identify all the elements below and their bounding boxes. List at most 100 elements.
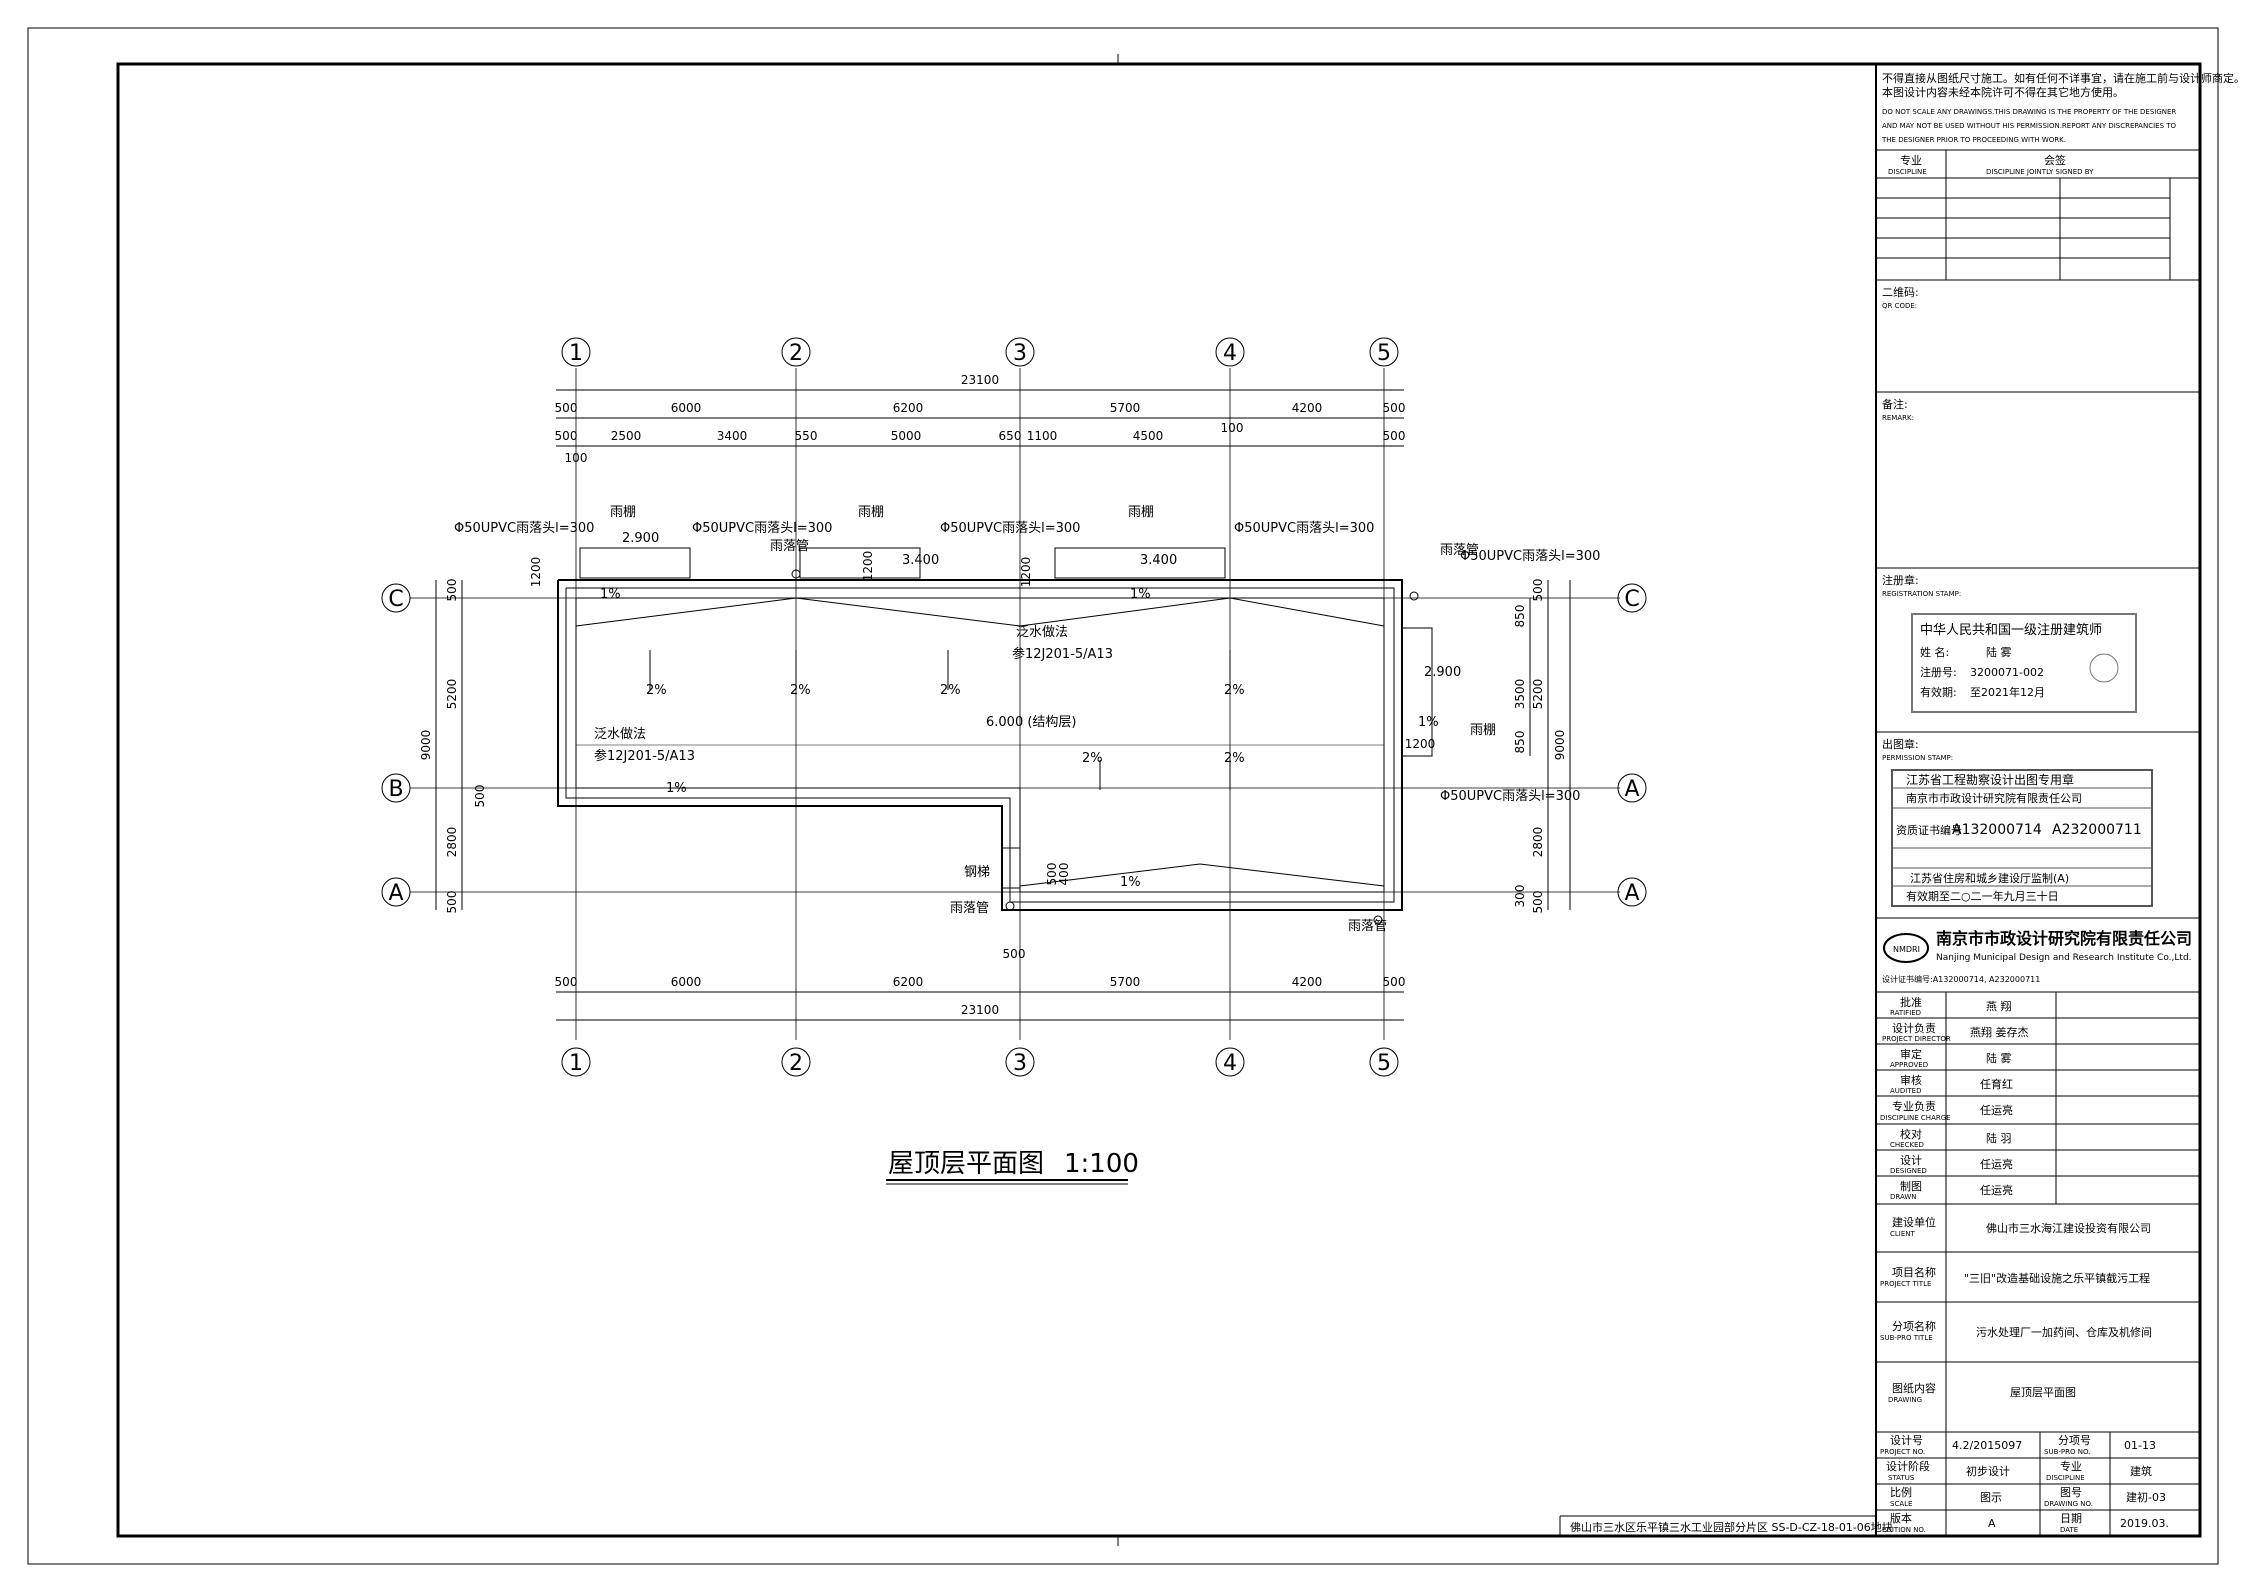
project-value: "三旧"改造基础设施之乐平镇截污工程 <box>1964 1271 2150 1285</box>
grid-bubble-4-top <box>1215 337 1245 367</box>
title-block-text: 不得直接从图纸尺寸施工。如有任何不详事宜，请在施工前与设计师商定。 本图设计内容… <box>1880 71 2245 1534</box>
edition-cn: 版本 <box>1890 1511 1912 1525</box>
dim-left-span-2: 5200 <box>445 679 459 710</box>
canopy-note-3: 雨棚 <box>1128 505 1154 520</box>
reg-en: REGISTRATION STAMP: <box>1882 590 1961 598</box>
jointly-en: DISCIPLINE JOINTLY SIGNED BY <box>1986 168 2094 176</box>
status-value: 初步设计 <box>1966 1464 2010 1478</box>
dim-v-500: 500 <box>1045 863 1059 886</box>
role-4-name: 任育红 <box>1980 1077 2013 1091</box>
slope-label-2pct-4: 2% <box>1224 683 1245 698</box>
warning-en-1: DO NOT SCALE ANY DRAWINGS.THIS DRAWING I… <box>1882 108 2176 116</box>
grid-label-4-top: 4 <box>1223 341 1237 366</box>
dim-right-span-3: 2800 <box>1531 827 1545 858</box>
stamp2-valid: 有效期至二○二一年九月三十日 <box>1906 889 2059 903</box>
stamp1-title: 中华人民共和国一级注册建筑师 <box>1920 622 2102 638</box>
warning-cn-1: 不得直接从图纸尺寸施工。如有任何不详事宜，请在施工前与设计师商定。 <box>1882 71 2245 85</box>
stamp2-cert-2: A232000711 <box>2052 822 2142 838</box>
grid-bubble-2-bottom <box>781 1047 811 1077</box>
grid-label-4-bottom: 4 <box>1223 1051 1237 1076</box>
roof-plan <box>381 337 1647 1077</box>
stamp2-authority: 江苏省住房和城乡建设厅监制(A) <box>1910 871 2069 885</box>
role-8-name: 任运亮 <box>1980 1183 2013 1197</box>
stamp1-name: 陆 雾 <box>1986 645 2012 659</box>
pipe-note-3: Φ50UPVC雨落头l=300 <box>940 521 1080 536</box>
company-name-en: Nanjing Municipal Design and Research In… <box>1936 953 2192 963</box>
canopy-note-1: 雨棚 <box>610 505 636 520</box>
grid-label-5-top: 5 <box>1377 341 1391 366</box>
grid-label-A-left: A <box>388 881 403 906</box>
date-en: DATE <box>2060 1526 2078 1534</box>
stamp2-title: 江苏省工程勘察设计出图专用章 <box>1906 772 2074 787</box>
role-6-cn: 校对 <box>1900 1127 1922 1141</box>
ridge-line-top <box>575 597 1385 627</box>
plan-annotations: Φ50UPVC雨落头l=300 Φ50UPVC雨落头l=300 Φ50UPVC雨… <box>454 505 1600 934</box>
dim-v-400: 400 <box>1057 863 1071 886</box>
grid-label-A-right-1: A <box>1624 777 1639 802</box>
qr-en: QR CODE: <box>1882 302 1917 310</box>
role-2-name: 燕翔 姜存杰 <box>1970 1025 2029 1039</box>
dim-right-span-2: 5200 <box>1531 679 1545 710</box>
grid-bubble-3-top <box>1005 337 1035 367</box>
subno-value: 01-13 <box>2124 1439 2156 1452</box>
stamp1-valid-label: 有效期: <box>1920 685 1957 699</box>
role-4-en: AUDITED <box>1890 1087 1921 1095</box>
role-7-en: DESIGNED <box>1890 1167 1927 1175</box>
dim-top-sub-5: 5000 <box>891 429 922 443</box>
client-value: 佛山市三水海江建设投资有限公司 <box>1986 1221 2151 1235</box>
slope-label-2pct-3: 2% <box>940 683 961 698</box>
dwgno-cn: 图号 <box>2060 1486 2082 1499</box>
role-6-name: 陆 羽 <box>1986 1131 2012 1145</box>
role-8-en: DRAWN <box>1890 1193 1917 1201</box>
grid-label-C-left: C <box>388 587 403 612</box>
dim-top-span-5: 4200 <box>1292 401 1323 415</box>
scale-cn: 比例 <box>1890 1485 1912 1499</box>
company-logo-text: NMDRI <box>1893 945 1920 954</box>
perm-en: PERMISSION STAMP: <box>1882 754 1953 762</box>
status-en: STATUS <box>1888 1474 1915 1482</box>
pipe-note-6: Φ50UPVC雨落头l=300 <box>1440 789 1580 804</box>
grid-bubble-5-top <box>1369 337 1399 367</box>
grid-label-1-top: 1 <box>569 341 583 366</box>
pipe-note-5: Φ50UPVC雨落头l=300 <box>1460 549 1600 564</box>
pipe-note-1: Φ50UPVC雨落头l=300 <box>454 521 594 536</box>
ridge-line-bottom <box>1019 863 1385 887</box>
dim-bottom-span-4: 5700 <box>1110 975 1141 989</box>
role-1-name: 燕 翔 <box>1986 999 2012 1013</box>
role-4-cn: 审核 <box>1900 1073 1922 1087</box>
role-2-cn: 设计负责 <box>1892 1021 1936 1035</box>
stamp2-cert-1: A132000714 <box>1952 822 2042 838</box>
downpipe-note-4: 雨落管 <box>950 901 989 916</box>
role-1-cn: 批准 <box>1900 995 1922 1009</box>
remark-cn: 备注: <box>1882 397 1908 411</box>
dwgno-en: DRAWING NO. <box>2044 1500 2093 1508</box>
client-cn: 建设单位 <box>1892 1215 1936 1229</box>
grid-label-3-bottom: 3 <box>1013 1051 1027 1076</box>
dim-top-span-6: 500 <box>1383 401 1406 415</box>
downpipe-note-2: 雨落管 <box>1440 543 1479 558</box>
discipline-cn: 专业 <box>1900 153 1922 167</box>
grid-label-3-top: 3 <box>1013 341 1027 366</box>
grid-bubble-A-right-2 <box>1617 877 1647 907</box>
ladder-note: 钢梯 <box>964 865 990 880</box>
downpipe-note-3: 雨落管 <box>1348 919 1387 934</box>
grid-label-A-right-2: A <box>1624 881 1639 906</box>
canopy-box-4 <box>1401 627 1433 757</box>
inner-border <box>116 62 2202 1538</box>
dim-top-sub-2: 2500 <box>611 429 642 443</box>
subpro-cn: 分项名称 <box>1892 1319 1936 1333</box>
registration-stamp <box>1911 613 2137 713</box>
dim-right-300: 300 <box>1513 885 1527 908</box>
stamp2-company: 南京市市政设计研究院有限责任公司 <box>1906 791 2082 805</box>
dim-left-span-1: 500 <box>445 579 459 602</box>
disc-cn: 专业 <box>2060 1459 2082 1473</box>
dim-top-span-3: 6200 <box>893 401 924 415</box>
downpipe-circle-4 <box>1005 901 1015 911</box>
role-5-en: DISCIPLINE CHARGE <box>1880 1114 1951 1122</box>
dim-top-sub-10: 500 <box>1383 429 1406 443</box>
disc-value: 建筑 <box>2130 1464 2152 1478</box>
warning-cn-2: 本图设计内容未经本院许可不得在其它地方使用。 <box>1882 85 2124 99</box>
grid-label-5-bottom: 5 <box>1377 1051 1391 1076</box>
dim-bottom-span-6: 500 <box>1383 975 1406 989</box>
drawing-value: 屋顶层平面图 <box>2010 1386 2076 1399</box>
